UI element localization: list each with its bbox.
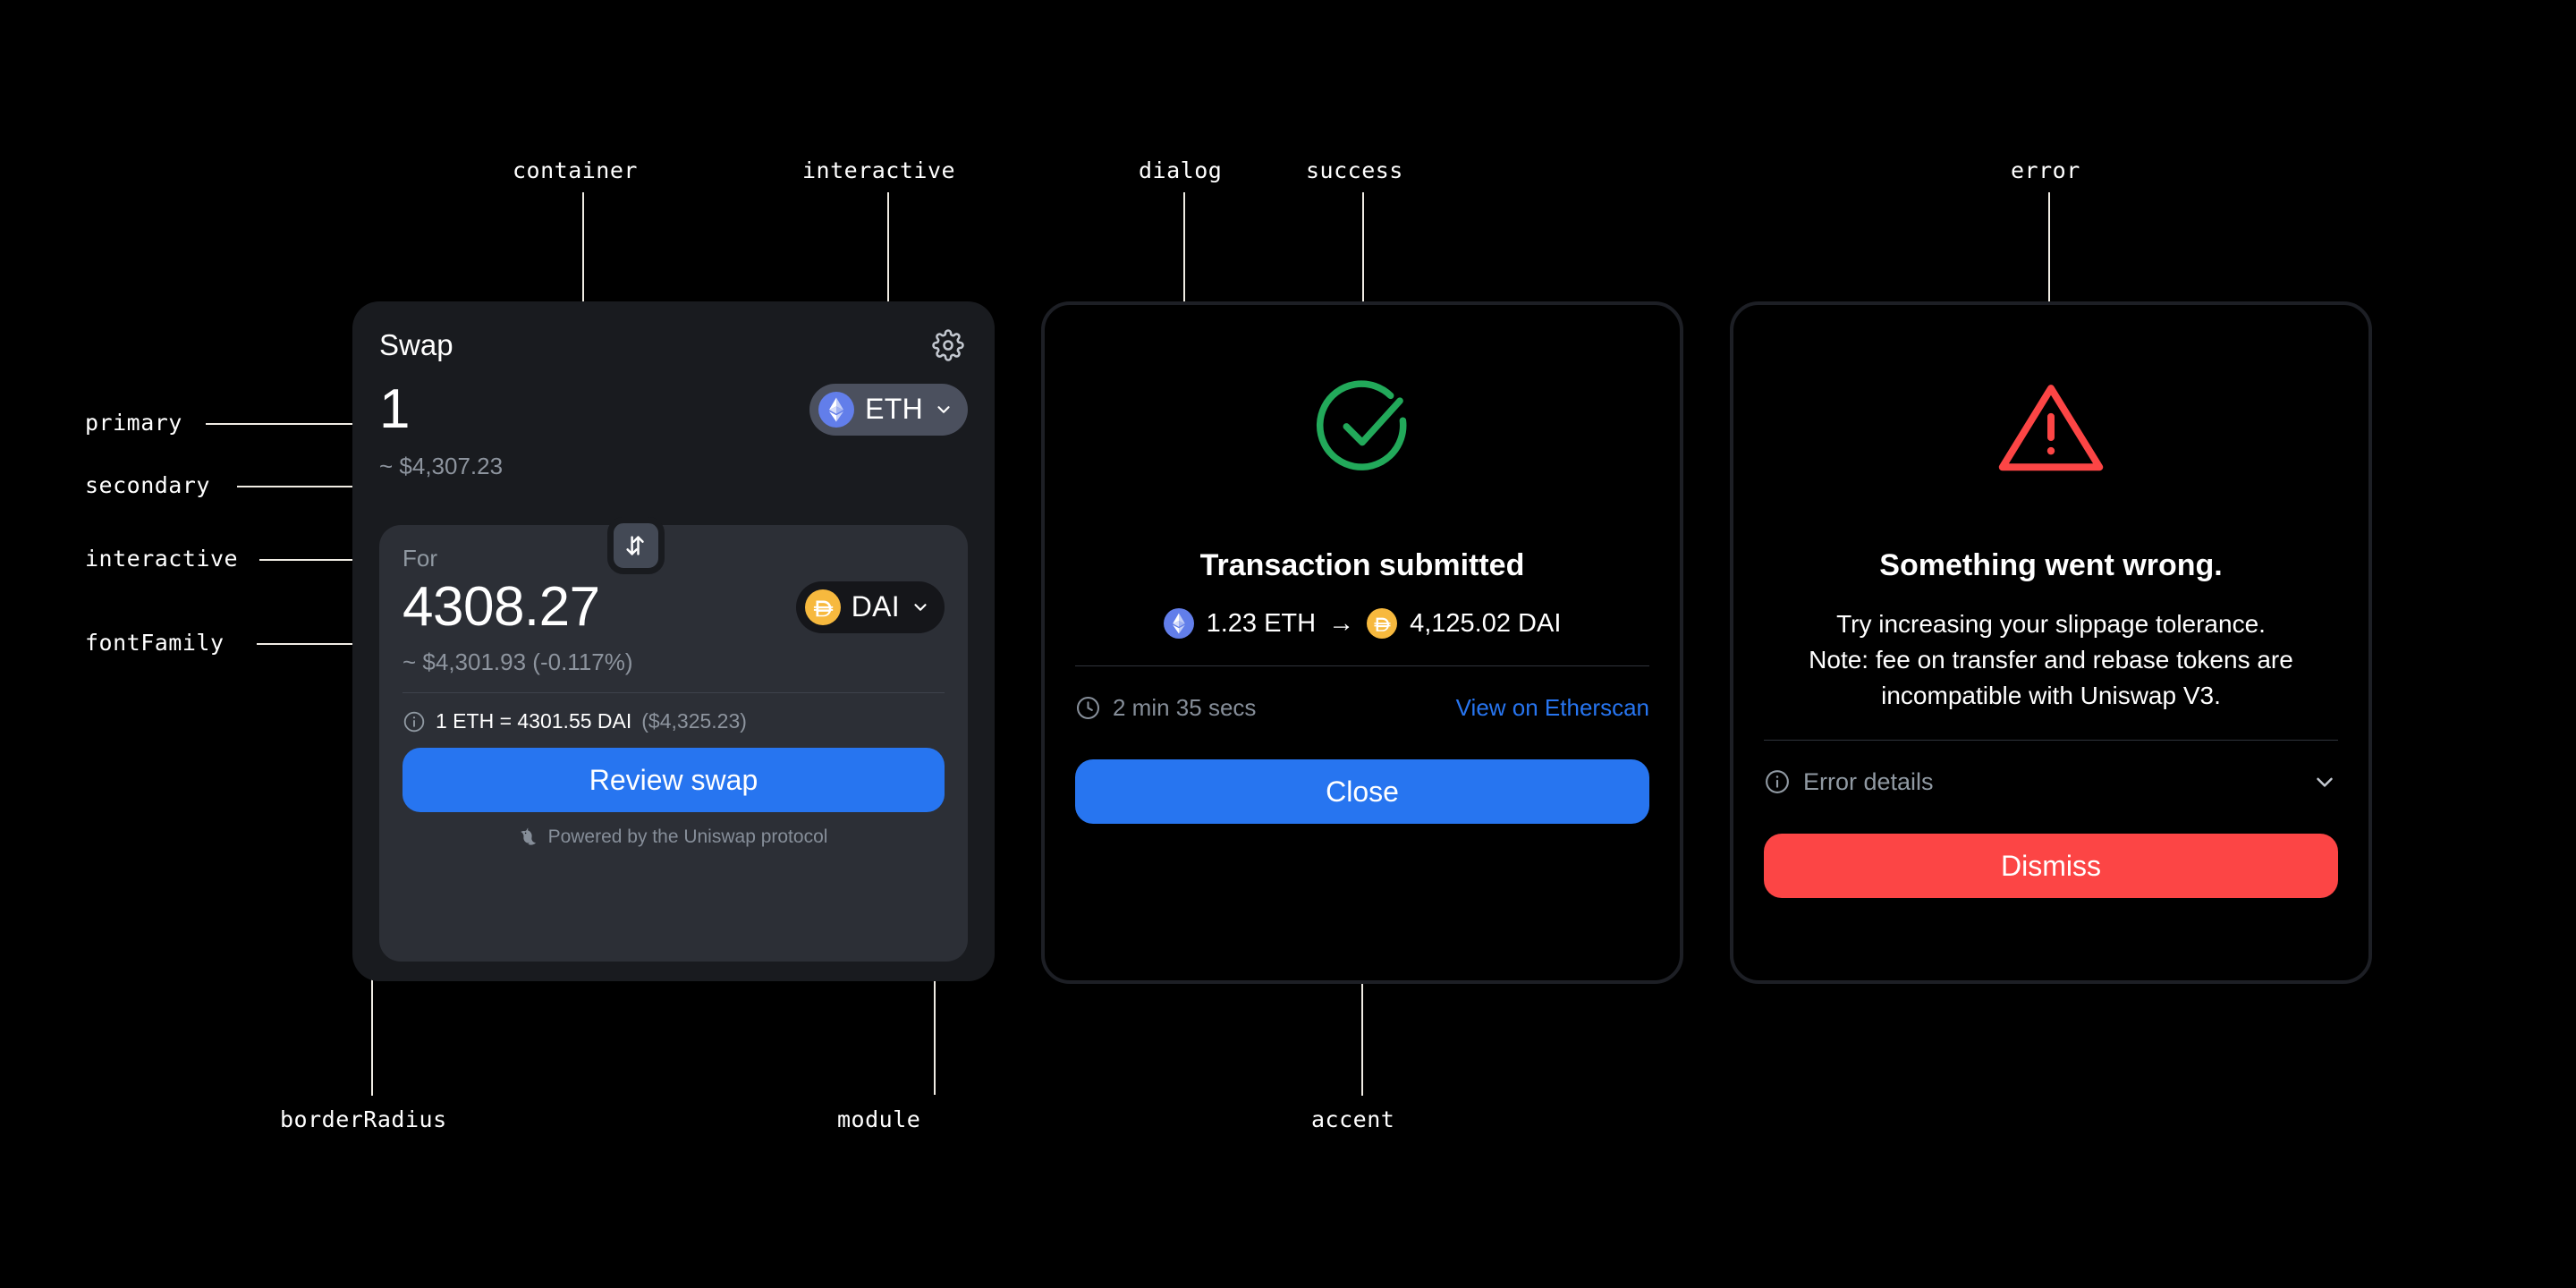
arrow-right-icon: → bbox=[1328, 608, 1355, 638]
buy-usd-value: ~ $4,301.93 (-0.117%) bbox=[402, 648, 633, 676]
error-body-line-1: Try increasing your slippage tolerance. bbox=[1836, 610, 2266, 638]
chevron-down-icon bbox=[934, 400, 953, 419]
elapsed-time: 2 min 35 secs bbox=[1075, 694, 1256, 722]
dialog-title: Something went wrong. bbox=[1879, 548, 2223, 582]
error-details-toggle[interactable]: Error details bbox=[1764, 764, 2338, 800]
rate-row[interactable]: 1 ETH = 4301.55 DAI ($4,325.23) bbox=[402, 709, 945, 733]
unicorn-icon bbox=[520, 827, 541, 847]
ethereum-icon bbox=[1163, 608, 1194, 639]
sell-amount-input[interactable]: 1 bbox=[379, 378, 410, 440]
dai-icon bbox=[804, 589, 841, 625]
warning-triangle-icon bbox=[1764, 360, 2338, 495]
dialog-cta-wrap: Dismiss bbox=[1764, 819, 2338, 899]
annotation-leader-secondary bbox=[237, 486, 358, 487]
annotation-leader-container bbox=[582, 192, 584, 349]
error-details-label: Error details bbox=[1803, 767, 1934, 795]
sell-amount-row: 1 ETH bbox=[379, 380, 968, 438]
dialog-title: Transaction submitted bbox=[1199, 548, 1525, 582]
annotation-leader-accent bbox=[1361, 970, 1363, 1096]
sell-section: 1 ETH bbox=[379, 366, 968, 518]
buy-token-symbol: DAI bbox=[851, 590, 900, 623]
annotation-label-interactive-left: interactive bbox=[85, 546, 239, 572]
dismiss-button[interactable]: Dismiss bbox=[1764, 834, 2338, 899]
view-on-etherscan-link[interactable]: View on Etherscan bbox=[1455, 693, 1649, 721]
ethereum-icon bbox=[818, 391, 855, 428]
chevron-down-icon bbox=[911, 597, 930, 617]
check-circle-icon bbox=[1075, 360, 1649, 495]
error-body: Try increasing your slippage tolerance. … bbox=[1764, 606, 2338, 713]
annotation-label-container: container bbox=[513, 157, 638, 183]
sell-token-selector[interactable]: ETH bbox=[809, 383, 968, 436]
transaction-from-amount: 1.23 ETH bbox=[1206, 608, 1317, 638]
rate-usd: ($4,325.23) bbox=[641, 709, 747, 733]
close-button[interactable]: Close bbox=[1075, 759, 1649, 824]
annotation-label-dialog: dialog bbox=[1139, 157, 1223, 183]
sell-token-symbol: ETH bbox=[865, 393, 923, 426]
buy-label: For bbox=[402, 545, 437, 572]
transaction-summary: 1.23 ETH → 4,125.02 DAI bbox=[1075, 608, 1649, 639]
gear-icon[interactable] bbox=[928, 326, 968, 365]
annotation-label-borderradius: borderRadius bbox=[280, 1106, 447, 1132]
annotation-label-success: success bbox=[1306, 157, 1403, 183]
annotation-leader-dialog bbox=[1183, 192, 1185, 331]
powered-by-footer: Powered by the Uniswap protocol bbox=[402, 826, 945, 848]
module-divider bbox=[402, 692, 945, 694]
dialog-divider bbox=[1075, 665, 1649, 666]
chevron-down-icon[interactable] bbox=[2311, 768, 2338, 795]
transaction-to-amount: 4,125.02 DAI bbox=[1410, 608, 1562, 638]
annotation-label-primary: primary bbox=[85, 410, 182, 436]
review-swap-button[interactable]: Review swap bbox=[402, 748, 945, 813]
annotation-leader-borderradius bbox=[371, 970, 373, 1096]
error-body-line-2: Note: fee on transfer and rebase tokens … bbox=[1809, 645, 2293, 674]
annotation-label-interactive-top: interactive bbox=[802, 157, 956, 183]
swap-card: Swap 1 bbox=[352, 301, 995, 981]
transaction-submitted-dialog: Transaction submitted 1.23 ETH → bbox=[1041, 301, 1683, 984]
error-dialog: Something went wrong. Try increasing you… bbox=[1730, 301, 2372, 984]
dialog-cta-wrap: Close bbox=[1075, 745, 1649, 824]
error-details-label-group: Error details bbox=[1764, 768, 1934, 796]
annotation-label-secondary: secondary bbox=[85, 472, 210, 498]
annotation-leader-fontfamily bbox=[257, 643, 358, 645]
annotation-label-accent: accent bbox=[1311, 1106, 1395, 1132]
clock-icon bbox=[1075, 695, 1101, 721]
dialog-meta-row: 2 min 35 secs View on Etherscan bbox=[1075, 690, 1649, 725]
dai-icon bbox=[1367, 608, 1398, 639]
rate-text: 1 ETH = 4301.55 DAI bbox=[436, 709, 632, 733]
sell-usd-value: ~ $4,307.23 bbox=[379, 453, 504, 480]
buy-token-selector[interactable]: DAI bbox=[795, 580, 945, 633]
annotation-label-error: error bbox=[2011, 157, 2080, 183]
info-icon bbox=[1764, 768, 1791, 795]
annotation-label-fontfamily: fontFamily bbox=[85, 630, 225, 656]
info-icon bbox=[402, 710, 426, 733]
powered-by-text: Powered by the Uniswap protocol bbox=[547, 826, 828, 848]
annotation-label-module: module bbox=[837, 1106, 921, 1132]
annotation-leader-primary bbox=[206, 423, 358, 425]
swap-header: Swap bbox=[379, 325, 968, 366]
dialog-divider bbox=[1764, 740, 2338, 741]
buy-amount-input[interactable]: 4308.27 bbox=[402, 576, 600, 638]
swap-direction-button[interactable] bbox=[607, 517, 665, 574]
buy-module: For 4308.27 DAI bbox=[379, 525, 968, 962]
error-body-line-3: incompatible with Uniswap V3. bbox=[1881, 681, 2221, 709]
swap-title: Swap bbox=[379, 328, 453, 361]
swap-direction-icon bbox=[626, 536, 644, 555]
buy-amount-row: 4308.27 DAI bbox=[402, 578, 945, 636]
elapsed-time-text: 2 min 35 secs bbox=[1113, 693, 1257, 721]
annotation-leader-interactive-top bbox=[887, 192, 889, 398]
